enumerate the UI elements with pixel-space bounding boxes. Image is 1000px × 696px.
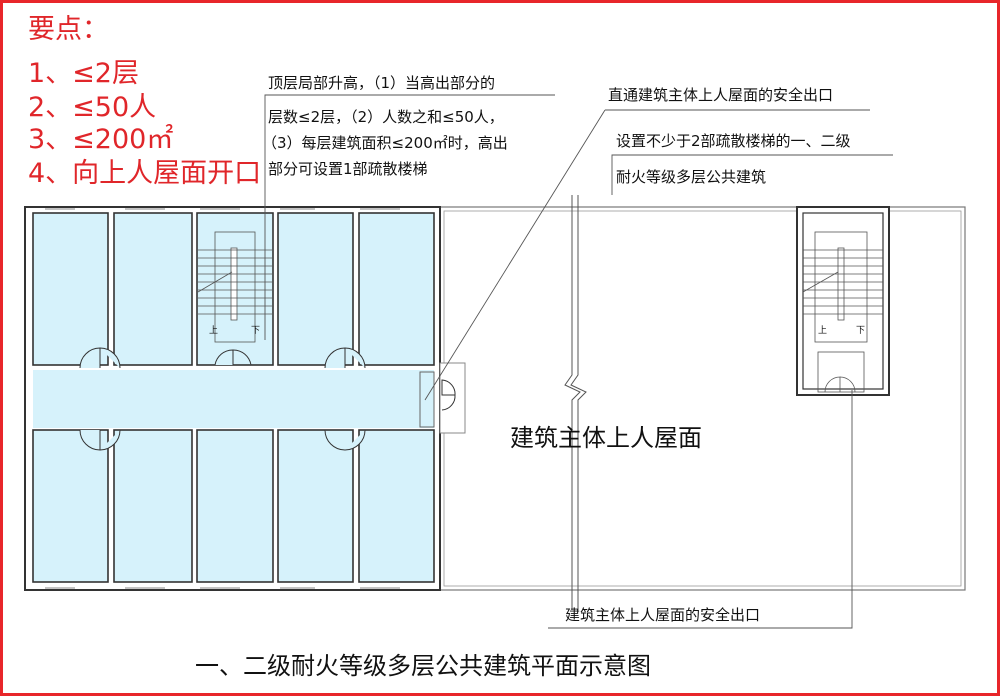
- note-partial-raise-4: 部分可设置1部疏散楼梯: [268, 160, 428, 178]
- door: [324, 347, 346, 369]
- leader-lines: [264, 94, 893, 629]
- stair-down-label-2: 下: [856, 326, 866, 336]
- key-point-1: 1、≤2层: [28, 58, 139, 89]
- door: [324, 429, 346, 451]
- room: [32, 429, 109, 583]
- key-point-3: 3、≤200㎡: [28, 124, 174, 155]
- room: [113, 212, 193, 366]
- key-point-4: 4、向上人屋面开口: [28, 158, 262, 189]
- note-roof-exit: 建筑主体上人屋面的安全出口: [565, 606, 761, 624]
- caption: 一、二级耐火等级多层公共建筑平面示意图: [195, 652, 651, 680]
- key-points-title: 要点：: [28, 14, 109, 45]
- stair-up-label: 上: [209, 326, 219, 336]
- break-line: [564, 195, 587, 610]
- door: [344, 429, 366, 451]
- room: [277, 429, 354, 583]
- note-partial-raise-1: 顶层局部升高，（1）当高出部分的: [268, 74, 496, 92]
- door: [232, 349, 252, 366]
- room: [32, 212, 109, 366]
- door: [99, 429, 121, 451]
- key-point-2: 2、≤50人: [28, 92, 157, 123]
- note-partial-raise-3: （3）每层建筑面积≤200㎡时，高出: [262, 134, 508, 152]
- note-main-building-1: 设置不少于2部疏散楼梯的一、二级: [616, 132, 851, 150]
- note-direct-exit: 直通建筑主体上人屋面的安全出口: [608, 86, 834, 104]
- door: [79, 429, 101, 451]
- corridor: [33, 370, 434, 428]
- door: [79, 347, 101, 369]
- note-main-building-2: 耐火等级多层公共建筑: [616, 168, 767, 186]
- room: [277, 212, 354, 366]
- note-partial-raise-2: 层数≤2层，（2）人数之和≤50人，: [268, 108, 504, 126]
- stair-down-label: 下: [251, 326, 261, 336]
- main-building-stair: [796, 206, 890, 396]
- roof-exit-door: [439, 362, 466, 434]
- room: [196, 429, 274, 583]
- door: [344, 347, 366, 369]
- stair-up-label-2: 上: [818, 326, 828, 336]
- roof-label: 建筑主体上人屋面: [510, 424, 702, 452]
- raised-building: [24, 206, 466, 591]
- room: [113, 429, 193, 583]
- room: [358, 429, 435, 583]
- room: [358, 212, 435, 366]
- door: [214, 349, 234, 366]
- door: [99, 347, 121, 369]
- stair: [197, 231, 272, 343]
